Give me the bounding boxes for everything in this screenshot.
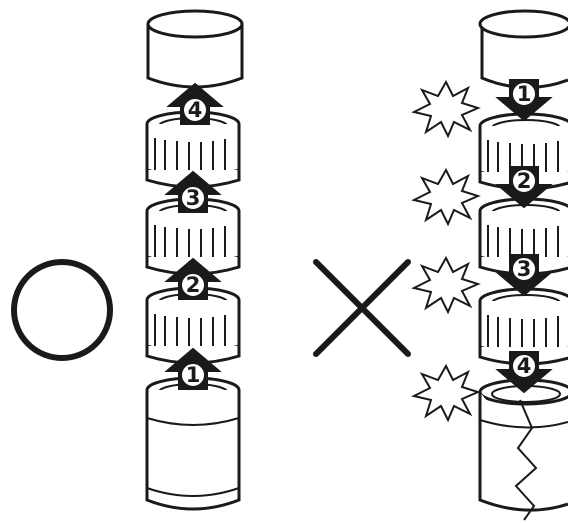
svg-text:1: 1 bbox=[517, 82, 532, 106]
svg-text:3: 3 bbox=[517, 257, 532, 281]
svg-text:3: 3 bbox=[186, 186, 201, 210]
right-cap bbox=[478, 9, 568, 89]
left-step-3: 3 bbox=[180, 185, 206, 211]
right-step-3: 3 bbox=[511, 256, 537, 282]
right-stack: 1 2 3 4 bbox=[413, 9, 568, 521]
svg-text:4: 4 bbox=[517, 354, 532, 378]
left-stack: 4 3 2 1 bbox=[145, 9, 244, 511]
right-base bbox=[478, 378, 568, 521]
svg-text:2: 2 bbox=[517, 169, 532, 193]
right-step-1: 1 bbox=[511, 81, 537, 107]
left-base bbox=[145, 376, 241, 511]
svg-text:4: 4 bbox=[188, 98, 203, 122]
left-cap bbox=[146, 9, 244, 89]
svg-text:2: 2 bbox=[186, 273, 201, 297]
right-step-2: 2 bbox=[511, 168, 537, 194]
right-step-4: 4 bbox=[511, 353, 537, 379]
circle-ok-icon bbox=[11, 259, 113, 361]
cross-ng-icon bbox=[313, 259, 411, 357]
svg-text:1: 1 bbox=[186, 363, 201, 387]
left-step-4: 4 bbox=[182, 97, 208, 123]
burst-icon bbox=[413, 81, 479, 421]
crack-line bbox=[514, 399, 538, 521]
left-step-1: 1 bbox=[180, 362, 206, 388]
left-step-2: 2 bbox=[180, 272, 206, 298]
